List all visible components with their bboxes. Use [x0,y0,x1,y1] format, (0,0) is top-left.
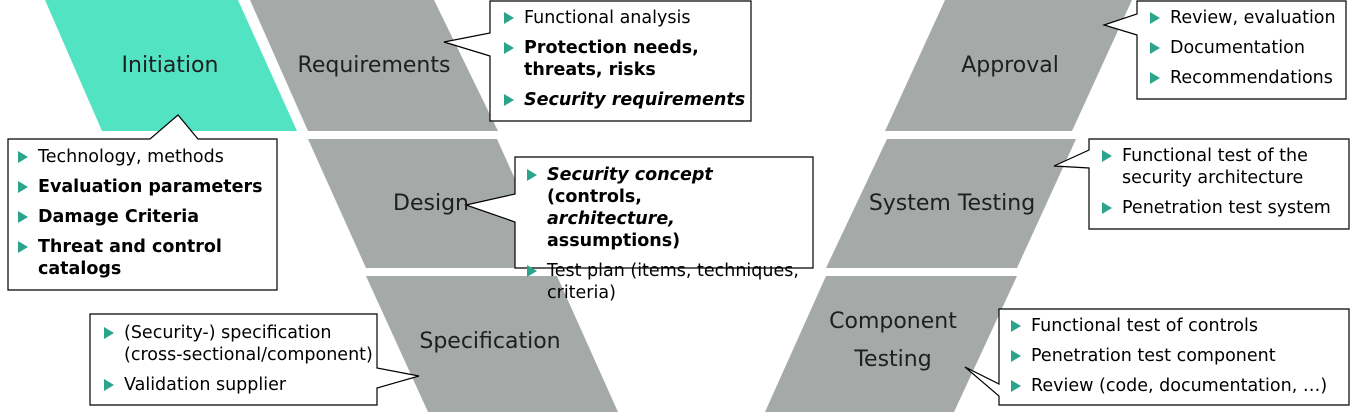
bullet-icon [1150,12,1160,24]
callout-initiation-box [7,114,278,291]
bullet-icon [18,151,28,163]
phase-specification-shape [366,276,618,412]
list-item: (Security-) specification(cross-sectiona… [100,322,376,366]
phase-requirements-label: Requirements [297,53,451,78]
bullet-icon [1011,380,1021,392]
phase-component-testing-shape [765,276,1017,412]
phase-design-label: Design [393,191,469,216]
callout-initiation: Technology, methods Evaluation parameter… [14,146,276,280]
callout-approval-box [1102,0,1347,100]
callout-approval: Review, evaluation Documentation Recomme… [1146,7,1346,89]
list-item: Documentation [1146,37,1346,59]
list-item: Functional test of controls [1007,315,1347,337]
bullet-icon [504,94,514,106]
callout-component-testing-box [964,308,1350,406]
bullet-icon [527,265,537,277]
bullet-icon [18,211,28,223]
list-item: Validation supplier [100,374,376,396]
phase-design-shape [308,139,555,268]
bullet-icon [1150,42,1160,54]
bullet-icon [18,181,28,193]
bullet-icon [504,12,514,24]
list-item: Security concept (controls, architecture… [523,164,813,252]
bullet-icon [104,379,114,391]
list-item: Penetration test system [1098,197,1348,219]
phase-component-testing-line1: Component [829,309,957,334]
phase-initiation-label: Initiation [121,53,219,78]
list-item: Evaluation parameters [14,176,276,198]
phase-component-testing-line2: Testing [854,347,932,372]
bullet-icon [1102,150,1112,162]
list-item: Protection needs,threats, risks [500,37,750,81]
callout-system-testing-box [1053,138,1350,230]
phase-requirements-shape [250,0,498,131]
callout-requirements: Functional analysis Protection needs,thr… [500,7,750,111]
callout-design: Security concept (controls, architecture… [523,164,813,304]
bullet-icon [527,169,537,181]
bullet-icon [1150,72,1160,84]
phase-approval-shape [885,0,1132,131]
list-item: Security requirements [500,89,750,111]
list-item: Recommendations [1146,67,1346,89]
callout-requirements-box [443,0,752,122]
callout-specification: (Security-) specification(cross-sectiona… [100,322,376,396]
phase-approval-label: Approval [961,53,1059,78]
bullet-icon [18,241,28,253]
list-item: Review, evaluation [1146,7,1346,29]
phase-component-testing-label: Component Testing [810,303,976,379]
phase-system-testing-label: System Testing [868,191,1036,216]
list-item: Test plan (items, techniques,criteria) [523,260,813,304]
bullet-icon [1011,350,1021,362]
callout-specification-box [89,313,420,406]
list-item: Review (code, documentation, …) [1007,375,1347,397]
bullet-icon [104,327,114,339]
bullet-icon [504,42,514,54]
list-item: Damage Criteria [14,206,276,228]
bullet-icon [1011,320,1021,332]
list-item: Technology, methods [14,146,276,168]
callout-component-testing: Functional test of controls Penetration … [1007,315,1347,397]
phase-system-testing-shape [826,139,1076,268]
bullet-icon [1102,202,1112,214]
phase-initiation-shape [45,0,297,131]
list-item: Penetration test component [1007,345,1347,367]
phase-specification-label: Specification [419,329,561,354]
list-item: Functional analysis [500,7,750,29]
callout-design-box [463,156,814,269]
